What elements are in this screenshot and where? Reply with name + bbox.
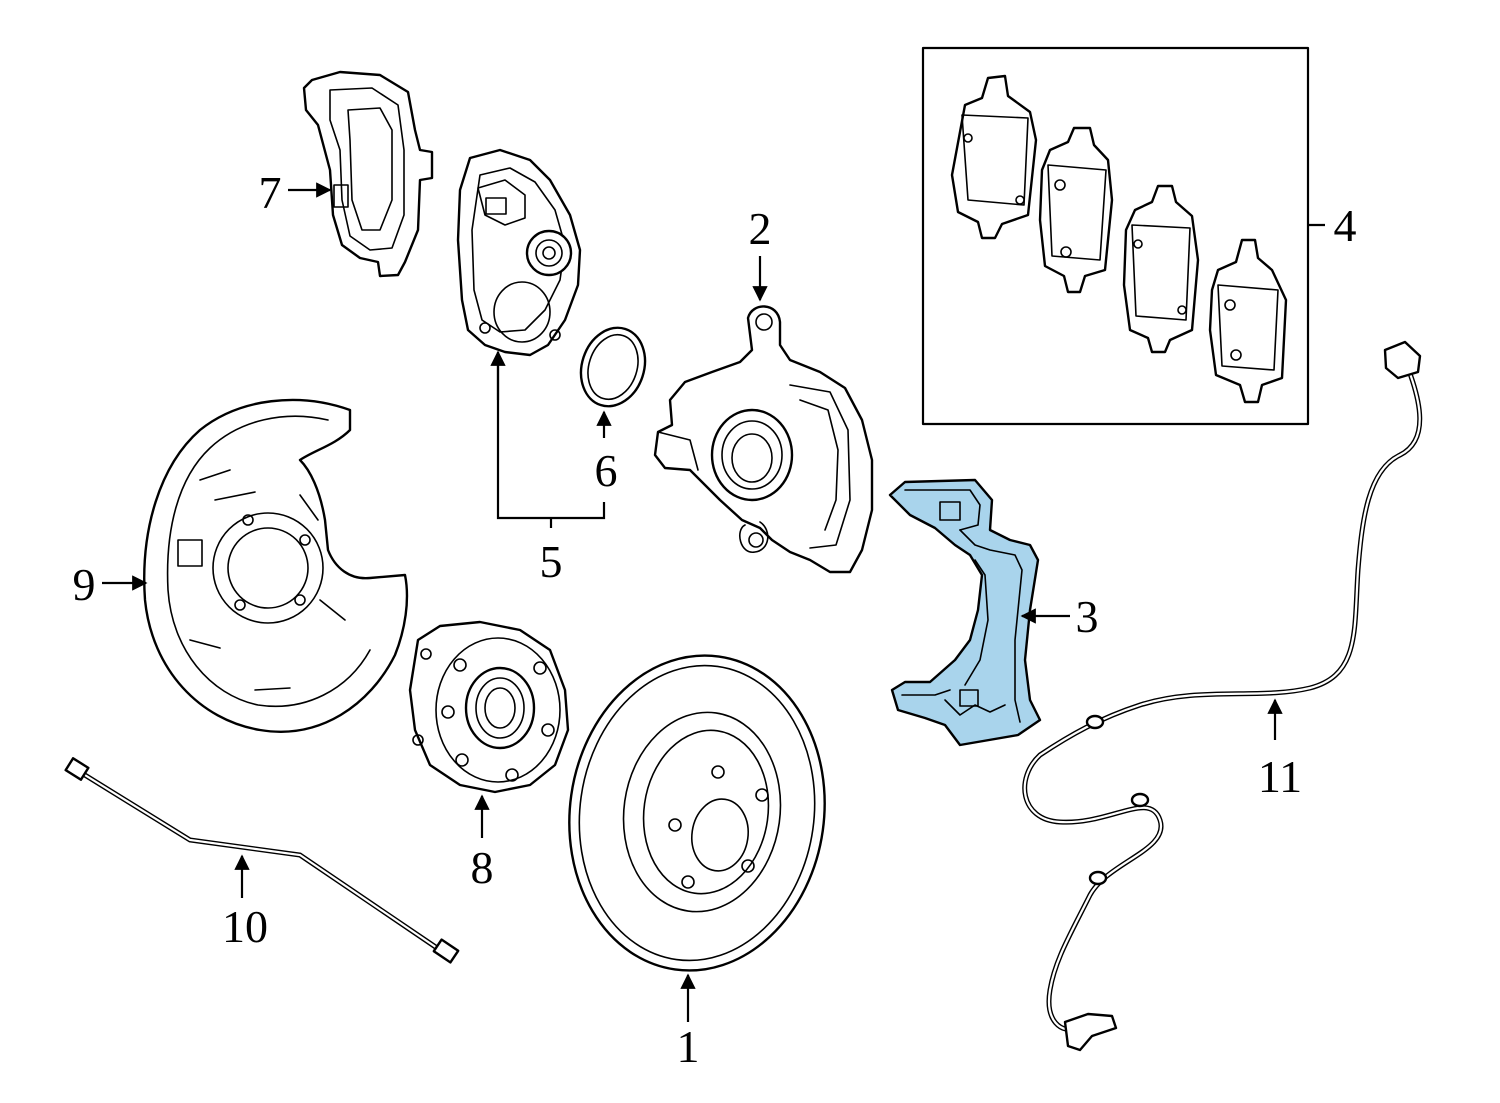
leader-lines [102,182,1325,1022]
brake-pad-c [1122,184,1200,354]
brake-pad-d [1208,238,1288,404]
callout-labels: 1 2 3 4 5 6 7 8 9 10 11 [73,167,1357,1072]
callout-5: 5 [540,536,563,587]
part-11-abs-sensor[interactable] [1022,340,1423,1052]
callout-1: 1 [677,1021,700,1072]
part-8-hub-bearing[interactable] [408,620,570,794]
callout-8: 8 [471,842,494,893]
callout-4: 4 [1334,200,1357,251]
callout-10: 10 [222,901,268,952]
callout-9: 9 [73,559,96,610]
part-10-wear-sensor[interactable] [64,757,460,964]
brake-pad-b [1038,126,1114,294]
brake-pad-a [950,74,1038,240]
part-6-o-ring[interactable] [571,319,655,414]
callout-3: 3 [1076,591,1099,642]
callout-6: 6 [595,445,618,496]
callout-2: 2 [749,203,772,254]
part-4-brake-pad-box[interactable] [921,46,1310,426]
part-2-caliper-housing[interactable] [653,305,874,574]
part-1-brake-rotor[interactable] [549,639,845,987]
part-5-actuator-motor[interactable] [456,148,582,357]
part-7-caliper-cover[interactable] [302,70,434,278]
callout-7: 7 [259,167,282,218]
callout-11: 11 [1258,751,1302,802]
part-9-dust-shield[interactable] [143,398,409,733]
part-3-caliper-bracket[interactable] [888,478,1042,747]
